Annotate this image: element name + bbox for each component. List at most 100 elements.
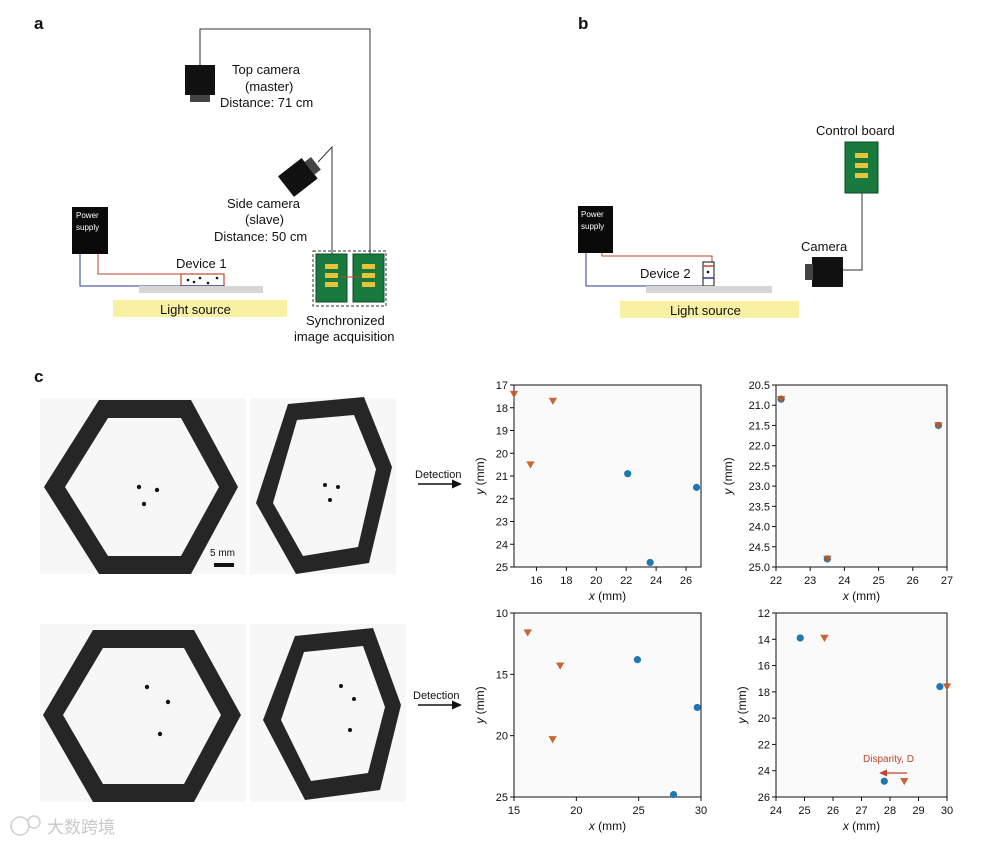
y-tick-label: 21.0: [749, 400, 770, 412]
light-source-b: [620, 301, 799, 318]
x-axis-label: x (mm): [842, 589, 880, 603]
side-camera-icon: [277, 156, 321, 197]
data-point-circle: [880, 777, 888, 785]
detection-arrow-2: Detection: [413, 690, 462, 710]
power-supply-label-line2: supply: [76, 223, 99, 232]
watermark: 大数跨境: [10, 815, 115, 838]
y-tick-label: 26: [758, 792, 770, 804]
data-point-triangle: [526, 461, 535, 469]
x-tick-label: 15: [508, 805, 520, 817]
photo-top-view-2: [40, 624, 246, 802]
data-point-circle: [693, 703, 701, 712]
x-tick-label: 27: [855, 805, 867, 817]
camera-cable: [843, 193, 863, 271]
y-tick-label: 25: [496, 562, 508, 574]
power-supply-b-line1: Power: [581, 210, 604, 219]
x-axis-label: x (mm): [842, 819, 880, 833]
y-tick-label: 22: [496, 494, 508, 506]
x-tick-label: 23: [804, 575, 816, 587]
y-tick-label: 15: [496, 669, 508, 681]
disparity-label: Disparity, D: [863, 754, 914, 765]
x-tick-label: 25: [798, 805, 810, 817]
data-point-circle: [646, 558, 654, 567]
power-supply-box-b: [578, 206, 613, 253]
x-axis-label: x (mm): [588, 589, 626, 603]
x-tick-label: 28: [884, 805, 896, 817]
panel-label-b: b: [578, 14, 588, 33]
x-tick-label: 24: [770, 805, 782, 817]
watermark-text: 大数跨境: [47, 818, 115, 838]
power-supply-label-line1: Power: [76, 211, 99, 220]
photo-top-view-1: 5 mm: [40, 398, 246, 574]
x-tick-label: 24: [838, 575, 850, 587]
photo-side-view-2: [250, 624, 406, 802]
y-tick-label: 20: [496, 731, 508, 743]
y-axis-label: y (mm): [473, 686, 487, 724]
y-tick-label: 18: [758, 687, 770, 699]
data-point-circle: [692, 483, 701, 491]
plot-frame: [513, 612, 702, 798]
y-tick-label: 20.5: [749, 380, 770, 392]
y-tick-label: 21.5: [749, 420, 770, 432]
sync-board-right: [352, 253, 385, 303]
top-camera-cable: [199, 28, 371, 255]
x-tick-label: 22: [770, 575, 782, 587]
stage-a: [139, 286, 263, 293]
top-camera-role: (master): [245, 79, 293, 94]
top-camera-icon: [185, 65, 215, 102]
stage-b: [646, 286, 772, 293]
data-point-triangle: [548, 736, 557, 744]
data-point-circle: [936, 683, 944, 691]
y-tick-label: 24: [496, 539, 508, 551]
y-tick-label: 23: [496, 517, 508, 529]
plot-frame: [775, 384, 948, 568]
panel-a-schematic: Top camera (master) Distance: 71 cm Side…: [72, 28, 394, 344]
top-camera-distance: Distance: 71 cm: [220, 95, 313, 110]
side-camera-cable: [317, 145, 333, 255]
y-tick-label: 10: [496, 608, 508, 620]
data-point-triangle: [776, 395, 786, 404]
plot-frame: [775, 612, 948, 798]
panel-label-a: a: [34, 14, 44, 33]
x-tick-label: 16: [530, 575, 542, 587]
data-point-triangle: [934, 422, 943, 430]
y-tick-label: 22.5: [749, 461, 770, 473]
data-point-triangle: [900, 778, 909, 786]
y-tick-label: 14: [758, 634, 770, 646]
data-point-triangle: [823, 555, 832, 563]
y-tick-label: 21: [496, 471, 508, 483]
y-tick-label: 20: [758, 713, 770, 725]
data-point-circle: [633, 656, 642, 664]
x-tick-label: 24: [650, 575, 662, 587]
y-tick-label: 24: [758, 766, 770, 778]
data-point-triangle: [523, 629, 532, 637]
red-wire-b: [601, 253, 713, 262]
scale-bar: [214, 563, 234, 567]
x-axis-label: x (mm): [588, 819, 626, 833]
plot-frame: [513, 384, 702, 568]
y-tick-label: 22.0: [749, 441, 770, 453]
data-point-triangle: [548, 397, 558, 405]
device-2: [702, 261, 715, 287]
control-board: [844, 141, 879, 194]
light-source-b-label: Light source: [670, 303, 741, 318]
y-tick-label: 16: [758, 661, 770, 673]
y-tick-label: 17: [496, 380, 508, 392]
scale-bar-label: 5 mm: [210, 548, 235, 559]
x-tick-label: 26: [680, 575, 692, 587]
detection-label-2: Detection: [413, 690, 459, 702]
data-point-triangle: [820, 634, 829, 642]
y-tick-label: 18: [496, 403, 508, 415]
side-camera-distance: Distance: 50 cm: [214, 229, 307, 244]
x-tick-label: 22: [620, 575, 632, 587]
panel-b-schematic: Control board Camera Power supply Device…: [578, 123, 895, 318]
y-tick-label: 12: [758, 608, 770, 620]
data-point-circle: [669, 790, 678, 799]
y-axis-label: y (mm): [473, 457, 487, 495]
y-axis-label: y (mm): [735, 686, 749, 724]
x-tick-label: 30: [695, 805, 707, 817]
y-tick-label: 23.0: [749, 481, 770, 493]
y-tick-label: 25.0: [749, 562, 770, 574]
